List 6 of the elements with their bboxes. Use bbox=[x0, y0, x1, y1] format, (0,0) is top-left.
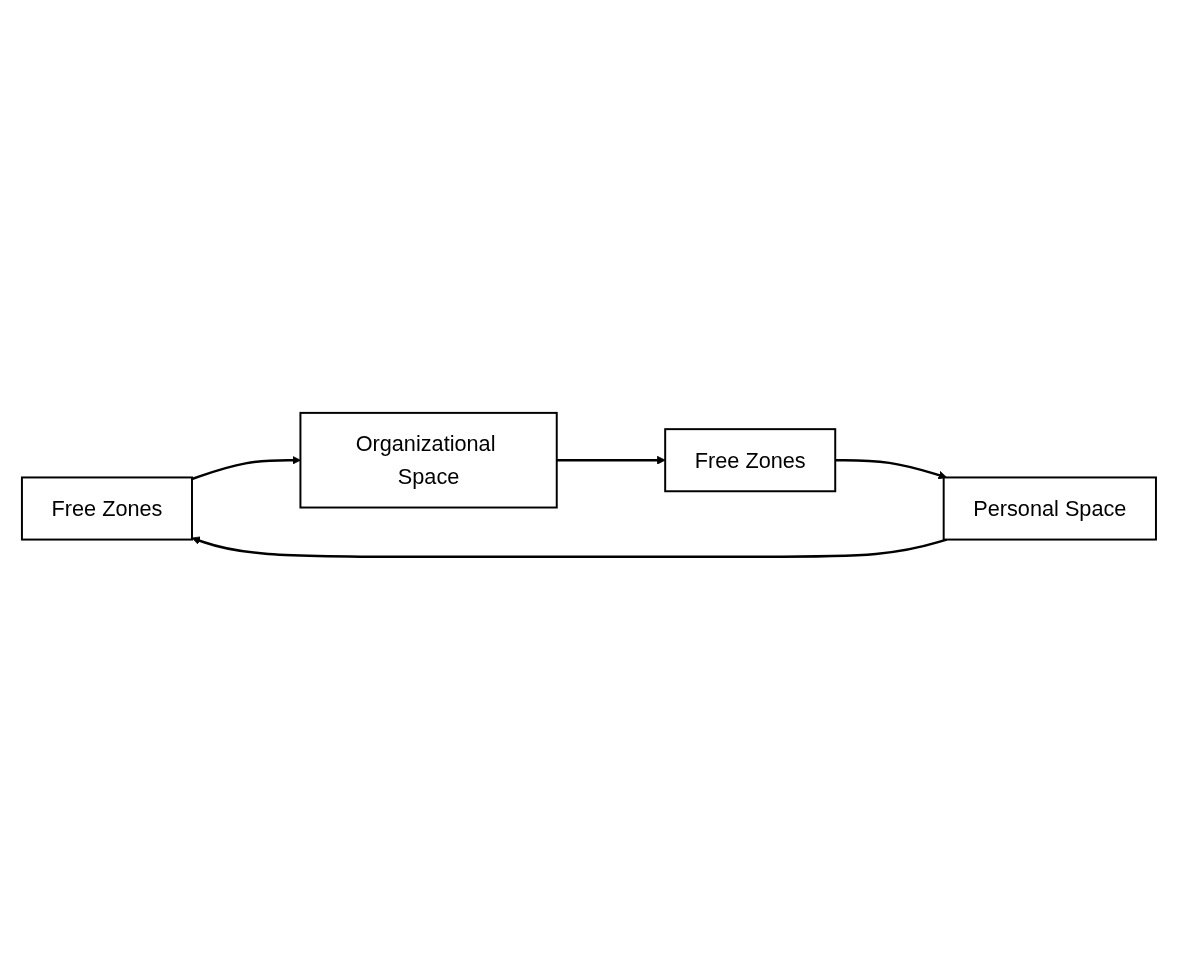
arrow bbox=[191, 536, 947, 559]
node-box: Organizational Space bbox=[299, 412, 558, 509]
arrow bbox=[834, 459, 947, 480]
node-box: Personal Space bbox=[942, 476, 1157, 541]
node-box: Free Zones bbox=[20, 476, 193, 541]
node-box: Free Zones bbox=[663, 428, 836, 493]
